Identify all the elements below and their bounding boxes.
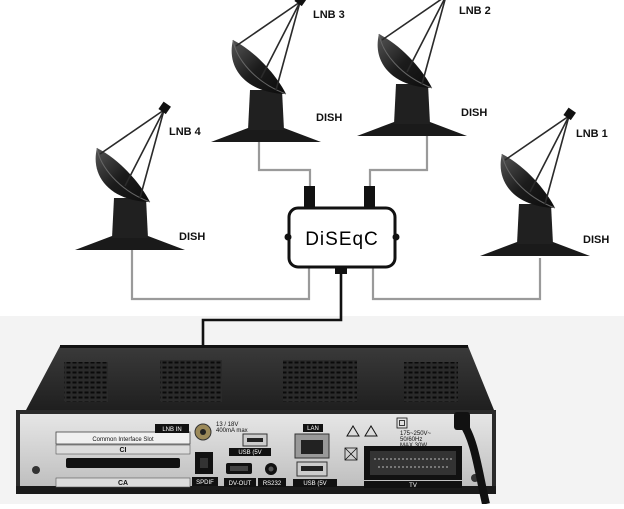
spdif-port-inner	[200, 458, 208, 468]
spdif-label: SPDIF	[196, 480, 214, 486]
switch-mount-right	[392, 233, 400, 241]
usb-top-label-box	[229, 448, 271, 456]
rs232-label-box	[258, 478, 286, 487]
lnb-power-label: 13 / 18V	[216, 422, 238, 428]
warning-icon	[346, 425, 360, 437]
shock-warning-icon	[364, 425, 378, 437]
switch-mount-left	[284, 233, 292, 241]
rs232-port-inner	[268, 466, 274, 472]
ca-strip	[55, 477, 191, 488]
diseqc-switch: DiSEqC	[284, 186, 400, 274]
weee-bin-icon-strike-2	[344, 447, 358, 461]
diseqc-label: DiSEqC	[305, 229, 379, 250]
dish-lnb1: LNB 1 DISH	[479, 106, 609, 257]
dish4-label: DISH	[179, 231, 205, 243]
switch-port-top-right	[364, 186, 375, 212]
cable-lnb2	[368, 128, 429, 188]
power-voltage-label: 175~250V~	[400, 431, 432, 437]
lnb-in-label: LNB IN	[162, 427, 181, 433]
dish-lnb3: LNB 3 DISH	[210, 0, 345, 143]
weee-bin-icon	[344, 447, 358, 461]
spdif-label-box	[192, 477, 218, 486]
ci-card-slot[interactable]	[66, 458, 180, 468]
power-frequency-label: 50/60Hz	[400, 437, 422, 443]
usb-bottom-label-box	[293, 479, 337, 487]
switch-port-top-left	[304, 186, 315, 212]
dish-lnb4: LNB 4 DISH	[74, 100, 205, 251]
dish1-label: DISH	[583, 234, 609, 246]
usb-top-port-inner	[247, 438, 263, 442]
ci-label: CI	[120, 447, 127, 454]
scart-tv-port-inner	[370, 451, 456, 475]
lnb2-label: LNB 2	[459, 5, 491, 17]
cable-lnb4	[130, 246, 311, 301]
lnb-in-label-box	[155, 424, 189, 433]
common-interface-label: Common Interface Slot	[92, 437, 154, 443]
rs232-label: RS232	[263, 481, 282, 487]
ci-strip	[55, 444, 191, 455]
dish3-label: DISH	[316, 112, 342, 124]
satellite-receiver: Common Interface Slot CI CA LNB IN 13 / …	[16, 345, 496, 505]
lan-label: LAN	[307, 426, 319, 432]
coax-cables	[130, 128, 542, 301]
lnb3-label: LNB 3	[313, 9, 345, 21]
lan-label-box	[303, 424, 323, 432]
dv-out-label: DV-OUT	[229, 481, 252, 487]
dv-out-label-box	[224, 478, 256, 487]
dish2-label: DISH	[461, 107, 487, 119]
dv-out-port-inner	[230, 466, 248, 471]
receiver-top	[26, 346, 494, 410]
lnb-in-pin	[200, 429, 206, 435]
usb-bottom-label: USB (5V	[303, 481, 326, 487]
dish-lnb2: LNB 2 DISH	[356, 0, 491, 137]
usb-bottom-port-inner	[301, 466, 323, 471]
power-plug	[454, 412, 470, 430]
vent-block-3	[283, 360, 357, 402]
lan-port-inner	[301, 440, 323, 454]
double-insulation-icon	[396, 417, 408, 429]
dish-lnb1-graphic	[479, 106, 591, 257]
tv-label-box	[364, 481, 462, 488]
panel-screw-left	[32, 466, 40, 474]
dish-lnb2-graphic	[356, 0, 468, 137]
receiver-lid-edge	[60, 345, 468, 348]
lnb-current-label: 400mA max	[216, 428, 248, 434]
dish-lnb4-graphic	[74, 100, 186, 251]
vent-block-4	[404, 362, 458, 402]
dish-lnb3-graphic	[210, 0, 322, 143]
lnb4-label: LNB 4	[169, 126, 202, 138]
cable-lnb1	[371, 258, 542, 301]
double-insulation-icon-inner	[399, 420, 405, 426]
receiver-base	[16, 486, 496, 494]
tv-label: TV	[409, 483, 417, 489]
lnb1-label: LNB 1	[576, 128, 608, 140]
common-interface-label-box	[55, 431, 191, 445]
vent-block-1	[64, 362, 108, 402]
usb-top-label: USB (5V	[238, 450, 261, 456]
ca-label: CA	[118, 480, 128, 487]
vent-block-2	[160, 360, 222, 402]
cable-lnb3	[257, 128, 312, 188]
